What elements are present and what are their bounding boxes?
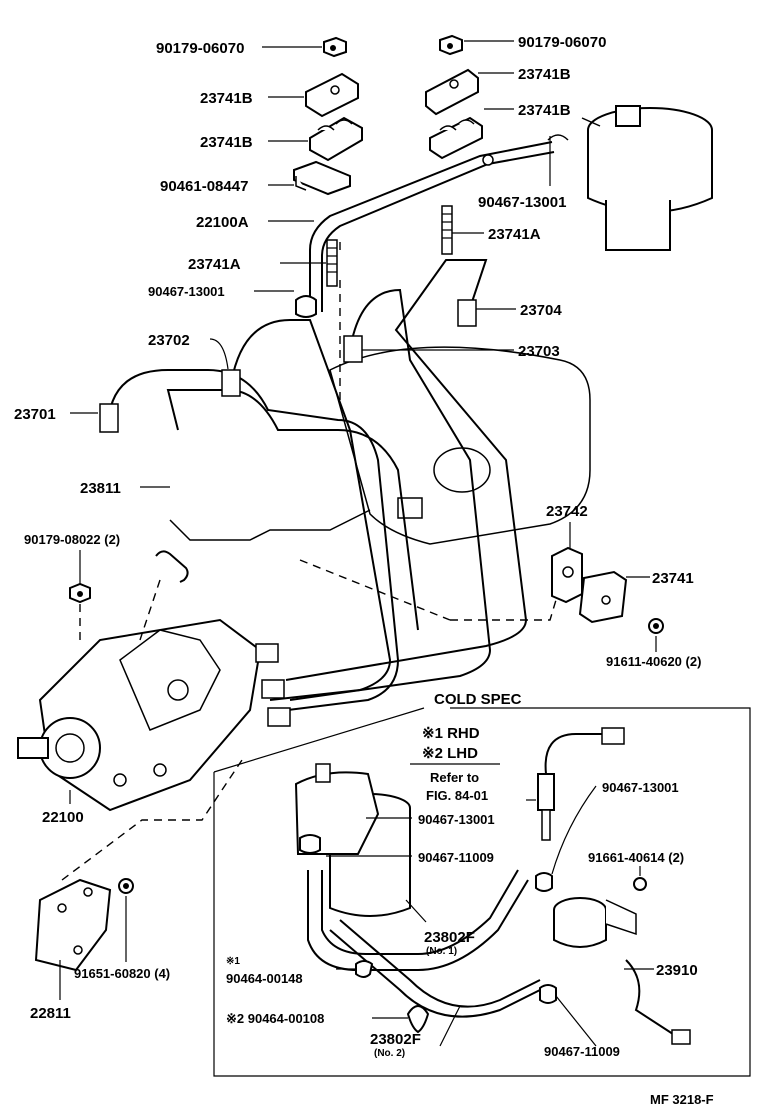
hose-clamp-mid-icon [295, 295, 317, 318]
label-cs-23802F-2: 23802F [370, 1031, 421, 1048]
clamp-23741-icon [578, 570, 628, 624]
label-cs-90464-00108: ※2 90464-00108 [226, 1011, 324, 1026]
injection-tubes [107, 259, 528, 711]
label-90467-13001-mid: 90467-13001 [148, 284, 225, 299]
clamp-23742-icon [551, 546, 583, 604]
nut-right-icon [439, 34, 463, 56]
label-cs-90467-11009-b: 90467-11009 [544, 1044, 620, 1059]
label-cs-90467-13001-a: 90467-13001 [602, 780, 679, 795]
label-91611-40620: 91611-40620 (2) [606, 654, 701, 669]
clamp-plate-upper-left-icon [305, 72, 359, 118]
label-cs-90467-11009-a: 90467-11009 [418, 850, 494, 865]
clamp-plate-lower-right-icon [429, 116, 483, 160]
cold-spec-rhd: ※1 RHD [422, 725, 480, 742]
label-cs-90464-00148: 90464-00148 [226, 971, 303, 986]
label-cs-90467-13001-b: 90467-13001 [418, 812, 495, 827]
label-23741B-3: 23741B [518, 66, 571, 83]
tube-clamp-23811-icon [155, 550, 189, 583]
fuel-hose-top [309, 134, 569, 312]
nut-91611-icon [648, 618, 664, 634]
label-23701: 23701 [14, 406, 56, 423]
label-90179-06070-left: 90179-06070 [156, 40, 244, 57]
nut-left-icon [323, 36, 347, 58]
label-cs-23910: 23910 [656, 962, 698, 979]
cold-spec-box [213, 707, 751, 1077]
cold-spec-refer-1: Refer to [430, 770, 479, 785]
figure-code: MF 3218-F [650, 1092, 714, 1107]
label-cs-23802F-no2: (No. 2) [374, 1048, 405, 1059]
label-cs-91661-40614: 91661-40614 (2) [588, 850, 684, 865]
label-23741B-1: 23741B [200, 90, 253, 107]
clamp-plate-lower-left-icon [309, 116, 363, 162]
nut-91651-icon [118, 878, 134, 894]
label-23741: 23741 [652, 570, 694, 587]
injection-pump-icon [17, 618, 291, 812]
label-22100A: 22100A [196, 214, 249, 231]
stud-23741A-left [326, 239, 338, 287]
label-23704: 23704 [520, 302, 562, 319]
cold-spec-refer-2: FIG. 84-01 [426, 788, 488, 803]
stud-23741A-right [441, 205, 453, 255]
cold-spec-filter-icon [294, 763, 411, 917]
label-90467-13001-top: 90467-13001 [478, 194, 566, 211]
label-91651-60820: 91651-60820 (4) [74, 966, 170, 981]
label-22100: 22100 [42, 809, 84, 826]
sensor-icon [537, 727, 625, 841]
label-23742: 23742 [546, 503, 588, 520]
dashed-reference-lines [61, 240, 557, 881]
label-90179-08022: 90179-08022 (2) [24, 532, 120, 547]
label-23811: 23811 [80, 480, 121, 497]
label-23741A-right: 23741A [488, 226, 541, 243]
cold-spec-hoses [307, 869, 541, 1018]
nut-90179-08022-icon [69, 582, 91, 604]
label-cs-23802F: 23802F [424, 929, 475, 946]
label-23703: 23703 [518, 343, 560, 360]
label-22811: 22811 [30, 1005, 71, 1022]
bracket-22811-icon [34, 878, 112, 972]
cold-spec-clamps [299, 834, 647, 1034]
vacuum-valve-icon [553, 897, 691, 1045]
label-23702: 23702 [148, 332, 190, 349]
bracket-90461-icon [293, 160, 351, 196]
label-23741A-left: 23741A [188, 256, 241, 273]
injector-fittings [99, 299, 477, 433]
clamp-plate-upper-right-icon [425, 68, 479, 116]
label-23741B-4: 23741B [518, 102, 571, 119]
cold-spec-title: COLD SPEC [434, 691, 522, 708]
cold-spec-lhd: ※2 LHD [422, 745, 478, 762]
label-cs-23802F-no1: (No. 1) [426, 946, 457, 957]
label-23741B-2: 23741B [200, 134, 253, 151]
label-90461-08447: 90461-08447 [160, 178, 248, 195]
fuel-filter-icon [581, 105, 713, 251]
label-cs-x1-mark: ※1 [226, 956, 240, 967]
label-90179-06070-right: 90179-06070 [518, 34, 606, 51]
leader-lines [59, 40, 657, 1047]
